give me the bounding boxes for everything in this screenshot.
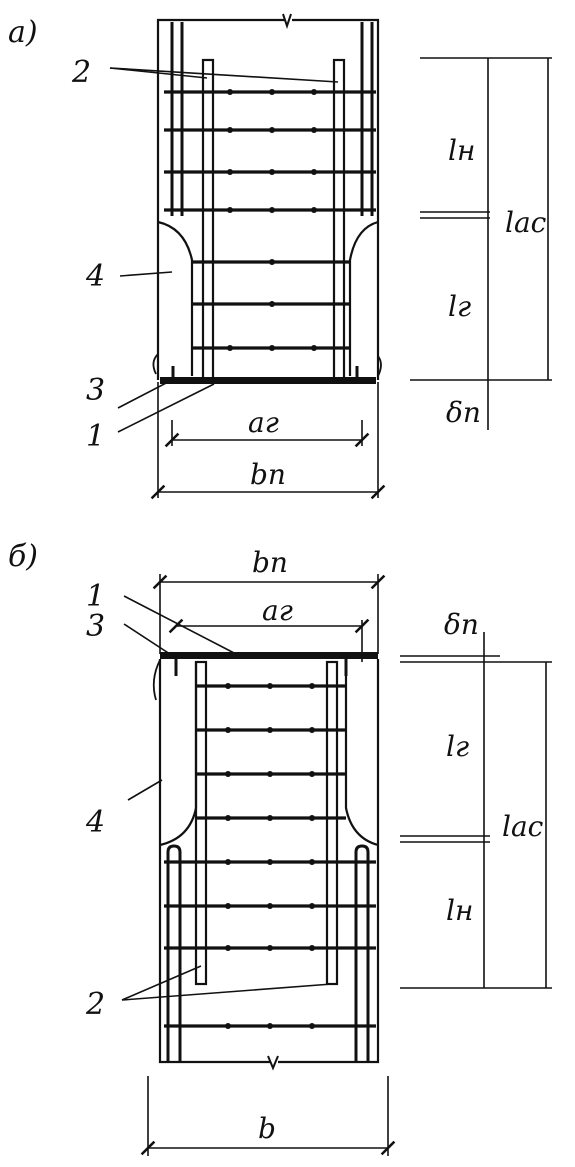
panel-b-label: б) — [8, 539, 38, 574]
panel-b-dim-ln: lн — [446, 894, 473, 927]
panel-a-lap-bar-left — [201, 58, 215, 384]
panel-a-dim-bn: bп — [250, 458, 286, 491]
panel-a-base-plate — [160, 377, 376, 384]
panel-a-lap-bar-right — [332, 58, 346, 384]
panel-b-dim-b: b — [258, 1112, 276, 1145]
panel-b-break-mark — [267, 1055, 279, 1071]
panel-b-left-chip — [152, 659, 161, 701]
panel-a-break-mark — [282, 13, 292, 30]
panel-a-dim-delta: δп — [446, 396, 481, 429]
panel-b-callout-1: 1 — [86, 579, 105, 614]
panel-a-dim-lac: lас — [505, 206, 547, 239]
panel-b-dim-lg: lг — [446, 730, 469, 763]
panel-b-dimensions-right — [400, 632, 552, 989]
panel-a-right-shoulder — [348, 220, 379, 376]
panel-b-leader-2b — [121, 983, 333, 1001]
panel-b-right-shoulder — [344, 662, 379, 847]
panel-b-leader-4 — [127, 779, 163, 801]
panel-a-leader-1 — [117, 383, 215, 433]
panel-a-leader-3 — [117, 379, 173, 409]
panel-b-leader-2a — [121, 965, 202, 1001]
panel-a-dim-lg: lг — [448, 290, 471, 323]
panel-a-callout-3: 3 — [86, 373, 105, 408]
panel-a-left-shoulder — [157, 220, 194, 376]
panel-b-dim-delta: δп — [444, 608, 479, 641]
panel-b-dim-bn: bп — [252, 546, 288, 579]
panel-a-leader-4 — [119, 271, 173, 277]
panel-a-dim-ag: аг — [248, 406, 279, 439]
panel-a-right-chip — [377, 355, 382, 377]
panel-b: б) bп аг — [8, 539, 552, 1156]
panel-b-outer-bar-right — [354, 844, 370, 1062]
panel-b-callout-2: 2 — [85, 987, 105, 1022]
panel-b-top-plate — [160, 652, 378, 659]
panel-a-dimensions-right — [410, 57, 552, 430]
panel-b-dim-ag: аг — [262, 594, 293, 627]
panel-b-outer-bar-left — [166, 844, 182, 1062]
panel-a: а) — [8, 13, 552, 500]
panel-a-weld-dots — [227, 89, 317, 351]
panel-a-label: а) — [8, 15, 38, 50]
panel-a-left-chip — [152, 353, 159, 375]
panel-a-callout-4: 4 — [85, 259, 105, 294]
panel-a-callout-2: 2 — [71, 55, 91, 90]
panel-b-callout-3: 3 — [86, 609, 105, 644]
panel-a-dim-ln: lн — [448, 134, 475, 167]
panel-b-callout-4: 4 — [85, 805, 105, 840]
panel-b-lap-bar-left — [194, 660, 208, 986]
panel-b-weld-dots — [225, 683, 315, 1029]
panel-b-lap-bar-right — [325, 660, 339, 986]
panel-b-left-shoulder — [159, 662, 198, 847]
panel-a-leader-2b — [109, 67, 339, 83]
panel-b-leader-3 — [123, 623, 177, 659]
panel-b-dim-lac: lас — [502, 810, 544, 843]
panel-b-column-outline — [158, 659, 380, 1064]
panel-a-callout-1: 1 — [86, 419, 105, 454]
panel-a-column-outline — [156, 18, 380, 380]
panel-b-leader-1 — [123, 595, 237, 655]
